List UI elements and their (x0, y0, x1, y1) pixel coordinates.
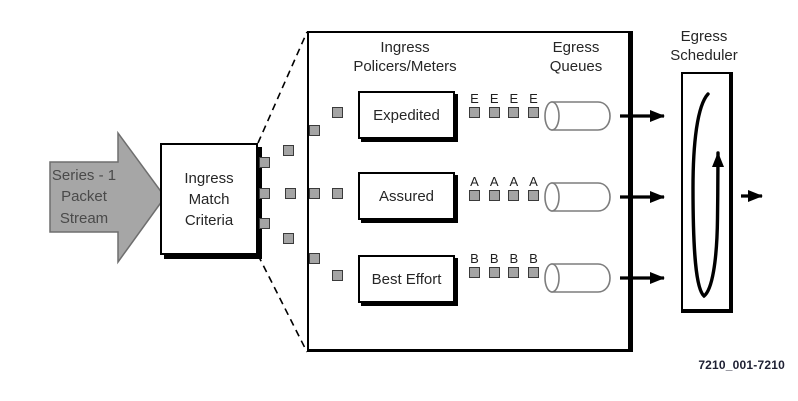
egress-scheduler-box (681, 72, 733, 313)
policers-title-line1: Ingress (380, 39, 430, 56)
fan-dashed-line-top (257, 31, 308, 144)
queue-cell: B (469, 252, 480, 278)
queue-cells-best-effort: B B B B (469, 252, 539, 278)
packet-square-icon (309, 188, 320, 199)
packet-square-icon (469, 190, 480, 201)
packet-square-icon (259, 218, 270, 229)
queue-tag: E (489, 91, 499, 106)
queue-cell: A (488, 174, 500, 201)
queue-cell: B (527, 251, 539, 278)
packet-square-icon (508, 190, 520, 201)
queue-tag: E (529, 91, 538, 106)
queue-tag: B (489, 251, 499, 266)
packet-square-icon (259, 157, 270, 168)
queue-cell: E (508, 91, 520, 118)
policers-section-title: Ingress Policers/Meters (320, 38, 490, 76)
queue-tag: A (489, 174, 499, 189)
packet-square-icon (508, 107, 520, 118)
policer-box-best-effort: Best Effort (358, 255, 455, 303)
packet-square-icon (469, 107, 480, 118)
packet-square-icon (527, 190, 539, 201)
queue-tag: B (470, 251, 479, 266)
figure-id: 7210_001-7210 (698, 358, 785, 372)
packet-stream-line3: Stream (59, 209, 109, 227)
packet-stream-line2: Packet (61, 188, 107, 206)
packet-square-icon (332, 188, 343, 199)
packet-square-icon (527, 267, 539, 278)
packet-square-icon (309, 253, 320, 264)
packet-square-icon (332, 270, 343, 281)
scheduler-title-line1: Egress (680, 28, 728, 45)
packet-square-icon (488, 107, 500, 118)
queue-cell: B (508, 251, 520, 278)
policer-label: Assured (378, 187, 435, 205)
policer-box-expedited: Expedited (358, 91, 455, 139)
queue-cell: E (488, 91, 500, 118)
policer-box-assured: Assured (358, 172, 455, 220)
packet-stream-label: Series - 1 Packet Stream (49, 160, 119, 234)
policer-label: Expedited (373, 106, 440, 124)
queues-title-line1: Egress (552, 39, 600, 56)
queue-tag: B (529, 251, 538, 266)
queue-tag: B (509, 251, 519, 266)
packet-square-icon (285, 188, 296, 199)
queue-tag: A (470, 174, 479, 189)
queue-tag: E (509, 91, 519, 106)
queue-tag: E (470, 91, 479, 106)
queue-tag: A (529, 174, 538, 189)
fan-dashed-line-bottom (257, 254, 308, 353)
queue-tag: A (509, 174, 519, 189)
packet-square-icon (259, 188, 270, 199)
queue-cells-expedited: E E E E (469, 92, 539, 118)
ingress-match-line3: Criteria (184, 211, 234, 229)
scheduler-title-line2: Scheduler (670, 47, 738, 64)
scheduler-section-title: Egress Scheduler (654, 27, 754, 65)
packet-square-icon (488, 267, 500, 278)
packet-square-icon (488, 190, 500, 201)
ingress-match-line1: Ingress (184, 169, 234, 187)
queue-cell: A (527, 174, 539, 201)
packet-square-icon (508, 267, 520, 278)
policer-label: Best Effort (371, 270, 442, 288)
ingress-match-criteria-box: Ingress Match Criteria (160, 143, 258, 255)
queues-section-title: Egress Queues (531, 38, 621, 76)
queue-cell: A (508, 174, 520, 201)
queues-title-line2: Queues (549, 58, 603, 75)
queue-cell: E (469, 92, 480, 118)
packet-square-icon (469, 267, 480, 278)
packet-square-icon (283, 145, 294, 156)
policers-title-line2: Policers/Meters (353, 58, 457, 75)
packet-square-icon (283, 233, 294, 244)
queue-cell: E (527, 91, 539, 118)
queue-cell: B (488, 251, 500, 278)
packet-square-icon (527, 107, 539, 118)
packet-stream-line1: Series - 1 (51, 166, 117, 184)
queue-cells-assured: A A A A (469, 175, 539, 201)
packet-square-icon (332, 107, 343, 118)
queue-cell: A (469, 175, 480, 201)
packet-square-icon (309, 125, 320, 136)
ingress-match-line2: Match (188, 190, 230, 208)
